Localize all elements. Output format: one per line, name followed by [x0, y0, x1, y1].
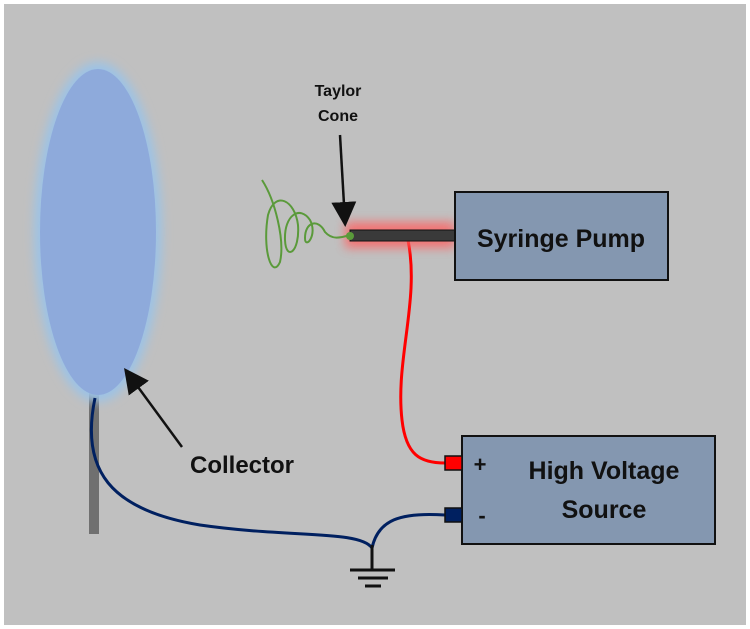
plus-label: +	[474, 452, 487, 477]
polymer-jet	[261, 179, 351, 269]
negative-terminal	[444, 507, 463, 523]
taylor-cone-label-line1: Taylor	[315, 83, 362, 100]
ground-symbol	[350, 545, 395, 588]
syringe-pump-label: Syringe Pump	[477, 225, 645, 253]
hv-label-line1: High Voltage	[529, 457, 680, 485]
taylor-cone-arrow	[331, 134, 357, 227]
needle	[349, 229, 456, 242]
hv-label-line2: Source	[562, 496, 647, 524]
minus-label: -	[478, 503, 485, 528]
collector-arrow	[124, 367, 184, 448]
collector-label: Collector	[190, 452, 294, 479]
positive-terminal	[444, 455, 463, 471]
high-voltage-source: + - High Voltage Source	[444, 435, 716, 545]
collector	[34, 62, 162, 534]
collector-plate	[40, 69, 156, 395]
positive-wire	[399, 239, 446, 465]
syringe-pump: Syringe Pump	[454, 191, 669, 281]
taylor-cone-tip	[346, 232, 354, 240]
collector-stand	[89, 390, 99, 534]
taylor-cone-label-line2: Cone	[318, 108, 358, 125]
ground-wire	[89, 397, 446, 552]
